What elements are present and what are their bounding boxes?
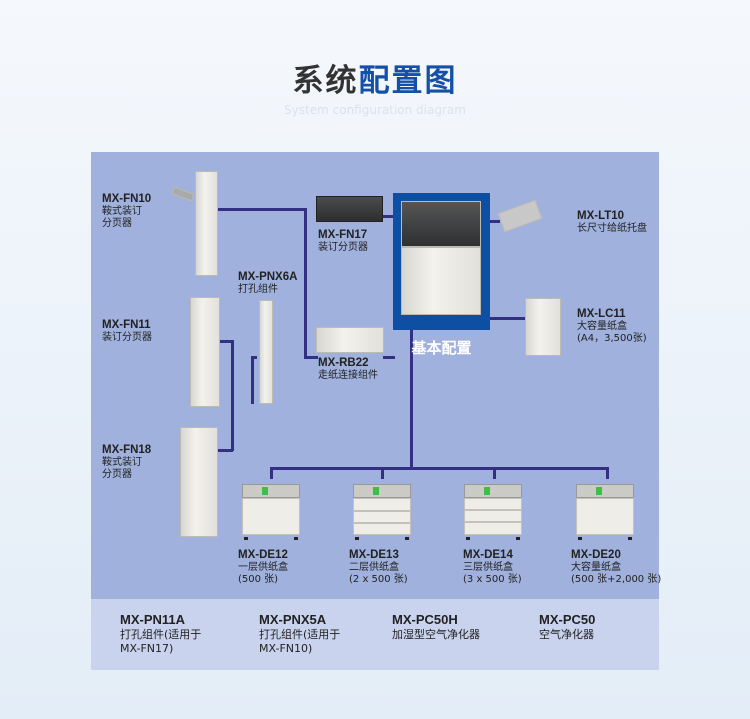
model: MX-DE13 <box>349 549 399 561</box>
desc: 一层供纸盒 <box>238 562 288 573</box>
model: MX-RB22 <box>318 357 369 369</box>
desc: 鞍式装订 <box>102 206 142 217</box>
desc: 分页器 <box>102 469 132 480</box>
desc: (500 张+2,000 张) <box>571 574 662 585</box>
desc: 加湿型空气净化器 <box>392 628 480 641</box>
mx-fn11-image <box>190 297 220 407</box>
desc: 打孔组件(适用于 <box>120 628 202 641</box>
desc: (500 张) <box>238 574 279 585</box>
model: MX-PNX5A <box>259 612 327 627</box>
mx-rb22-image <box>316 327 384 353</box>
model: MX-FN11 <box>102 319 151 331</box>
desc: MX-FN10) <box>259 642 313 655</box>
desc: (2 x 500 张) <box>349 574 408 585</box>
base-config-box <box>393 193 490 330</box>
desc: MX-FN17) <box>120 642 174 655</box>
desc: 大容量纸盒 <box>571 562 621 573</box>
copier-top-image <box>401 201 481 247</box>
model: MX-DE14 <box>463 549 513 561</box>
desc: (A4，3,500张) <box>577 333 647 344</box>
model: MX-DE12 <box>238 549 288 561</box>
desc: 分页器 <box>102 218 132 229</box>
model: MX-PNX6A <box>238 271 298 283</box>
desc: 打孔组件(适用于 <box>259 628 341 641</box>
model: MX-PN11A <box>120 612 186 627</box>
page-title: 系统配置图 <box>0 55 750 100</box>
desc: 装订分页器 <box>102 332 152 343</box>
model: MX-FN10 <box>102 193 152 205</box>
extra-options-panel <box>91 599 659 670</box>
desc: (3 x 500 张) <box>463 574 522 585</box>
mx-fn17-image <box>316 196 383 222</box>
mx-de12-image <box>242 484 300 540</box>
desc: 空气净化器 <box>539 628 594 641</box>
desc: 三层供纸盒 <box>463 562 513 573</box>
title-plain: 系统 <box>292 63 359 99</box>
model: MX-PC50 <box>539 612 596 627</box>
model: MX-FN17 <box>318 229 368 241</box>
model: MX-FN18 <box>102 444 152 456</box>
desc: 大容量纸盒 <box>577 321 627 332</box>
model: MX-DE20 <box>571 549 621 561</box>
desc: 长尺寸给纸托盘 <box>577 223 647 234</box>
mx-pnx6a-image <box>259 300 273 404</box>
model: MX-LT10 <box>577 210 625 222</box>
desc: 鞍式装订 <box>102 457 142 468</box>
mx-lc11-image <box>525 298 561 356</box>
model: MX-PC50H <box>392 612 458 627</box>
desc: 打孔组件 <box>238 284 278 295</box>
title-highlight: 配置图 <box>358 63 458 99</box>
model: MX-LC11 <box>577 308 626 320</box>
mx-fn10-image <box>195 171 218 276</box>
desc: 二层供纸盒 <box>349 562 399 573</box>
mx-fn18-image <box>180 427 218 537</box>
mx-de14-image <box>464 484 522 540</box>
mx-de13-image <box>353 484 411 540</box>
desc: 走纸连接组件 <box>318 370 378 381</box>
mx-de20-image <box>576 484 634 540</box>
copier-body-image <box>401 247 481 315</box>
page-subtitle: System configuration diagram <box>284 103 466 117</box>
base-config-label: 基本配置 <box>411 339 472 357</box>
desc: 装订分页器 <box>318 242 368 253</box>
